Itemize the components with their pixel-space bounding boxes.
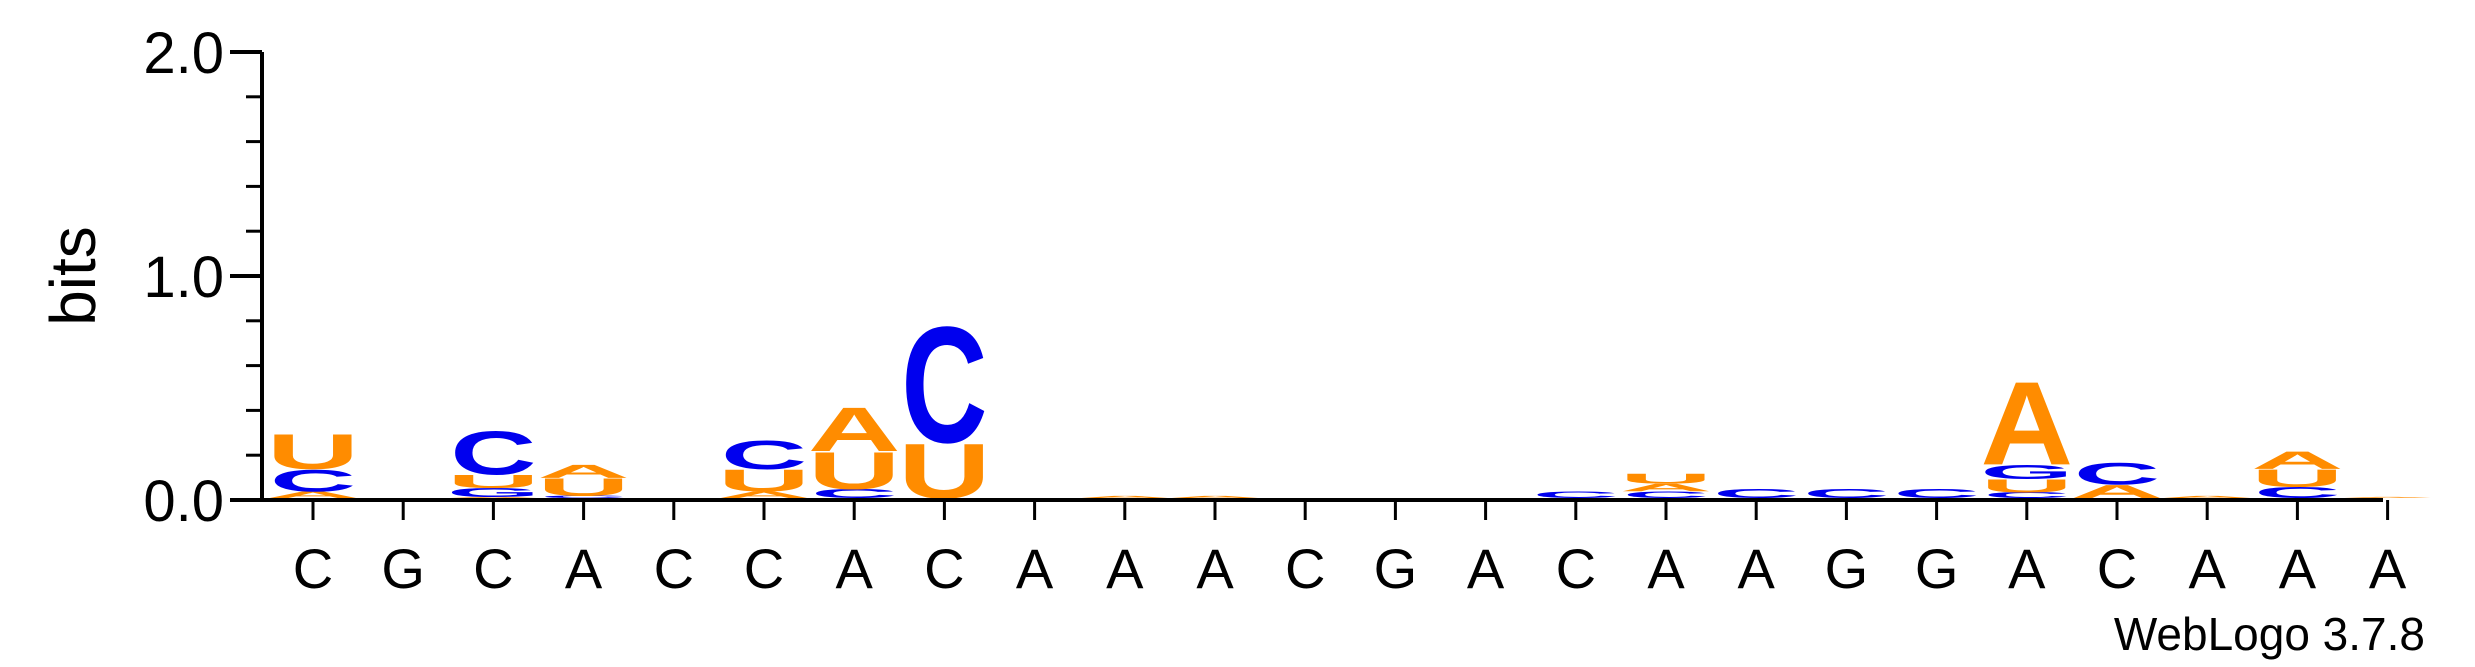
x-position-label: A bbox=[1106, 537, 1144, 600]
y-axis-title: bits bbox=[37, 226, 109, 326]
logo-stack: C bbox=[1803, 487, 1889, 501]
x-position-label: G bbox=[381, 537, 425, 600]
logo-letter-a: A bbox=[2071, 481, 2164, 502]
logo-stack: CUA bbox=[2251, 446, 2344, 501]
x-position-label: C bbox=[744, 537, 784, 600]
x-position-label: C bbox=[2097, 537, 2137, 600]
x-position-label: C bbox=[654, 537, 694, 600]
logo-stack: C bbox=[1533, 489, 1619, 500]
x-position-label: A bbox=[2369, 537, 2407, 600]
x-position-label: C bbox=[1556, 537, 1596, 600]
logo-letter-a: A bbox=[808, 395, 901, 464]
y-axis-ticks: 0.0 1.0 2.0 bbox=[143, 21, 262, 534]
logo-letter-c: C bbox=[811, 487, 897, 501]
logo-letter-a: A bbox=[447, 497, 540, 499]
logo-letter-c: C bbox=[270, 463, 356, 498]
x-position-label: A bbox=[1016, 537, 1054, 600]
x-position-label: G bbox=[1915, 537, 1959, 600]
x-position-label: A bbox=[1467, 537, 1505, 600]
x-position-label: A bbox=[1196, 537, 1234, 600]
logo-stack: C bbox=[1893, 487, 1979, 501]
x-position-label: C bbox=[1285, 537, 1325, 600]
logo-letter-g: G bbox=[447, 486, 540, 500]
logo-letter-a: A bbox=[2251, 446, 2344, 474]
logo-stack: A bbox=[1169, 495, 1262, 498]
logo-stack: A bbox=[2341, 497, 2434, 499]
y-tick-label: 2.0 bbox=[143, 21, 224, 86]
logo-letter-c: C bbox=[1713, 487, 1799, 501]
x-position-label: A bbox=[1738, 537, 1776, 600]
logo-letter-c: C bbox=[1984, 491, 2070, 500]
logo-letter-c: C bbox=[1533, 489, 1619, 500]
x-position-label: A bbox=[2008, 537, 2046, 600]
x-position-label: A bbox=[2279, 537, 2317, 600]
logo-letter-a: A bbox=[1078, 495, 1171, 498]
logo-letter-u: U bbox=[808, 441, 901, 501]
logo-letter-u: U bbox=[267, 424, 360, 480]
y-tick-label: 1.0 bbox=[143, 245, 224, 310]
logo-letter-a: A bbox=[1620, 482, 1713, 494]
x-position-label: G bbox=[1825, 537, 1869, 600]
logo-stack: A bbox=[2161, 495, 2254, 498]
logo-letter-c: C bbox=[450, 419, 536, 489]
logo-stack: UC bbox=[898, 292, 991, 515]
logo-stack: AUC bbox=[718, 432, 811, 500]
logo-letter-u: U bbox=[537, 473, 630, 501]
logo-letter-u: U bbox=[718, 463, 811, 498]
logo-stack: CAU bbox=[1620, 471, 1713, 500]
logo-stack: CUA bbox=[808, 395, 901, 500]
logo-letter-u: U bbox=[447, 471, 540, 492]
logo-letter-a: A bbox=[1169, 495, 1262, 498]
logo-stack: AC bbox=[2071, 456, 2164, 502]
logo-letter-a: A bbox=[537, 461, 630, 482]
logo-letter-a: A bbox=[267, 490, 360, 500]
logo-letter-a: A bbox=[718, 490, 811, 500]
logo-letter-c: C bbox=[1623, 489, 1709, 500]
logo-letter-c: C bbox=[540, 495, 626, 498]
logo-letter-a: A bbox=[2161, 495, 2254, 498]
logo-letter-c: C bbox=[1803, 487, 1889, 501]
x-position-label: G bbox=[1374, 537, 1418, 600]
x-position-label: A bbox=[2189, 537, 2227, 600]
logo-letter-g: G bbox=[1980, 461, 2073, 484]
logo-letter-c: C bbox=[901, 292, 987, 478]
logo-letter-c: C bbox=[2254, 484, 2340, 501]
x-position-label: A bbox=[1647, 537, 1685, 600]
logo-letter-a: A bbox=[1980, 358, 2073, 491]
x-position-label: A bbox=[836, 537, 874, 600]
logo-stack: A bbox=[1078, 495, 1171, 498]
logo-letter-u: U bbox=[2251, 464, 2344, 492]
logo-letter-c: C bbox=[1893, 487, 1979, 501]
logo-stack: C bbox=[1713, 487, 1799, 501]
logo-letter-c: C bbox=[2074, 456, 2160, 491]
x-position-label: C bbox=[293, 537, 333, 600]
logo-letter-c: C bbox=[721, 432, 807, 478]
logo-letter-u: U bbox=[1620, 471, 1713, 487]
y-tick-label: 0.0 bbox=[143, 469, 224, 534]
x-position-label: C bbox=[924, 537, 964, 600]
logo-letter-u: U bbox=[1980, 476, 2073, 497]
x-position-label: C bbox=[473, 537, 513, 600]
weblogo-credit: WebLogo 3.7.8 bbox=[2114, 608, 2425, 660]
logo-letter-a: A bbox=[2341, 497, 2434, 499]
logo-stack: CUA bbox=[537, 461, 630, 501]
logo-stack: ACU bbox=[267, 424, 360, 500]
x-position-label: A bbox=[565, 537, 603, 600]
